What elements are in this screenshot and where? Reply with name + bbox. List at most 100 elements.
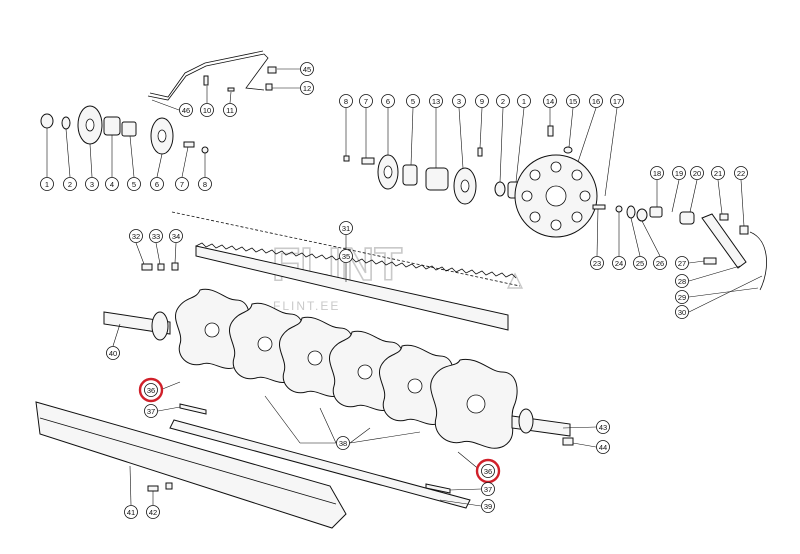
callout-23: 23 bbox=[590, 256, 604, 270]
callout-number: 12 bbox=[303, 84, 311, 93]
callout-circle bbox=[406, 94, 420, 108]
callout-number: 35 bbox=[342, 252, 350, 261]
star-wheel-rotor bbox=[103, 288, 597, 449]
callout-number: 4 bbox=[110, 180, 114, 189]
callout-number: 19 bbox=[675, 169, 683, 178]
callout-8: 8 bbox=[339, 94, 353, 108]
callout-number: 31 bbox=[342, 224, 350, 233]
pin-parts bbox=[157, 381, 482, 494]
callout-circle bbox=[144, 383, 158, 397]
callout-28: 28 bbox=[675, 274, 689, 288]
callout-circle bbox=[381, 94, 395, 108]
callout-1: 1 bbox=[517, 94, 531, 108]
callout-number: 6 bbox=[386, 97, 390, 106]
callout-circle bbox=[63, 177, 77, 191]
callout-number: 7 bbox=[180, 180, 184, 189]
callout-circle bbox=[596, 420, 610, 434]
callout-number: 5 bbox=[411, 97, 415, 106]
bearing-assembly-center bbox=[343, 107, 618, 238]
callout-circle bbox=[85, 177, 99, 191]
callout-circle bbox=[610, 94, 624, 108]
callout-number: 39 bbox=[484, 502, 492, 511]
callout-circle bbox=[653, 256, 667, 270]
callout-21: 21 bbox=[711, 166, 725, 180]
callout-number: 37 bbox=[147, 407, 155, 416]
callout-circle bbox=[149, 229, 163, 243]
callout-19: 19 bbox=[672, 166, 686, 180]
callout-number: 34 bbox=[172, 232, 180, 241]
callout-36: 36 bbox=[475, 458, 501, 484]
callout-circle bbox=[481, 482, 495, 496]
callout-46: 46 bbox=[179, 103, 193, 117]
callout-circle bbox=[223, 103, 237, 117]
callout-number: 30 bbox=[678, 308, 686, 317]
callout-number: 11 bbox=[226, 106, 234, 115]
bolt-group bbox=[135, 242, 179, 271]
callout-number: 32 bbox=[132, 232, 140, 241]
callout-number: 3 bbox=[90, 180, 94, 189]
callout-circle bbox=[675, 274, 689, 288]
callout-26: 26 bbox=[653, 256, 667, 270]
callout-29: 29 bbox=[675, 290, 689, 304]
callout-number: 13 bbox=[432, 97, 440, 106]
callout-circle bbox=[596, 440, 610, 454]
callout-circle bbox=[106, 346, 120, 360]
callout-number: 6 bbox=[155, 180, 159, 189]
callout-15: 15 bbox=[566, 94, 580, 108]
callout-31: 31 bbox=[339, 221, 353, 235]
callout-circle bbox=[146, 505, 160, 519]
callout-number: 22 bbox=[737, 169, 745, 178]
callout-number: 1 bbox=[522, 97, 526, 106]
callout-number: 40 bbox=[109, 349, 117, 358]
callout-10: 10 bbox=[200, 103, 214, 117]
callout-number: 14 bbox=[546, 97, 554, 106]
callout-number: 2 bbox=[501, 97, 505, 106]
callout-circle bbox=[481, 464, 495, 478]
callout-2: 2 bbox=[496, 94, 510, 108]
callout-number: 36 bbox=[484, 467, 492, 476]
callout-number: 7 bbox=[364, 97, 368, 106]
callout-5: 5 bbox=[406, 94, 420, 108]
callout-circle bbox=[40, 177, 54, 191]
callout-circle bbox=[150, 177, 164, 191]
callout-number: 21 bbox=[714, 169, 722, 178]
callout-circle bbox=[300, 62, 314, 76]
callout-3: 3 bbox=[452, 94, 466, 108]
star-wheel-6 bbox=[430, 358, 518, 449]
callout-11: 11 bbox=[223, 103, 237, 117]
callout-circle bbox=[633, 256, 647, 270]
callout-circle bbox=[672, 166, 686, 180]
callout-8: 8 bbox=[198, 177, 212, 191]
callout-number: 29 bbox=[678, 293, 686, 302]
callout-number: 33 bbox=[152, 232, 160, 241]
callout-42: 42 bbox=[146, 505, 160, 519]
callout-circle bbox=[339, 94, 353, 108]
callout-number: 8 bbox=[203, 180, 207, 189]
callout-circle bbox=[429, 94, 443, 108]
callout-14: 14 bbox=[543, 94, 557, 108]
callout-circle bbox=[711, 166, 725, 180]
callout-circle bbox=[336, 436, 350, 450]
callout-16: 16 bbox=[589, 94, 603, 108]
callout-number: 25 bbox=[636, 259, 644, 268]
callout-circle bbox=[612, 256, 626, 270]
callout-number: 15 bbox=[569, 97, 577, 106]
callout-number: 46 bbox=[182, 106, 190, 115]
callout-number: 41 bbox=[127, 508, 135, 517]
callout-circle bbox=[200, 103, 214, 117]
callout-number: 36 bbox=[147, 386, 155, 395]
callout-40: 40 bbox=[106, 346, 120, 360]
callout-circle bbox=[124, 505, 138, 519]
callout-17: 17 bbox=[610, 94, 624, 108]
callout-13: 13 bbox=[429, 94, 443, 108]
callout-9: 9 bbox=[475, 94, 489, 108]
callout-circle bbox=[179, 103, 193, 117]
callout-circle bbox=[144, 404, 158, 418]
callout-number: 45 bbox=[303, 65, 311, 74]
arm-assembly-right bbox=[592, 179, 767, 313]
callout-number: 9 bbox=[480, 97, 484, 106]
callout-circle bbox=[496, 94, 510, 108]
callout-12: 12 bbox=[300, 81, 314, 95]
callout-22: 22 bbox=[734, 166, 748, 180]
star-wheel-1 bbox=[175, 288, 250, 369]
